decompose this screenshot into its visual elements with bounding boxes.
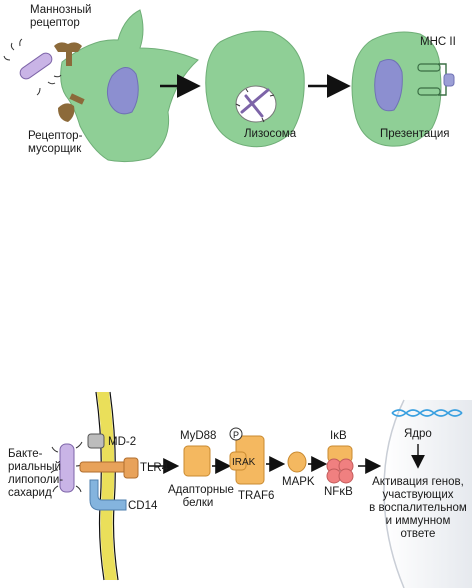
activation-line-5: ответе [400,528,436,540]
myd88-block [183,445,211,477]
mapk-block [287,451,307,473]
mannose-label-line-1: Маннозный [30,4,92,16]
mhc-label: МНС II [420,36,456,48]
lps-label-line-2: риальный [8,461,61,473]
activation-line-4: и иммунном [385,515,451,527]
bacterium-icon [3,38,62,96]
dna-icon [391,409,463,417]
md2-label: MD-2 [108,436,137,448]
mannose-receptor [54,42,82,66]
presentation-label: Презентация [380,128,450,140]
activation-line-1: Активация генов, [372,476,464,488]
activation-line-3: в воспалительном [369,502,467,514]
nfkb-label: NFκB [324,486,353,498]
lysosome-label: Лизосома [244,128,297,140]
lps-icon [50,441,85,493]
myd88-label: MyD88 [180,430,217,442]
scavenger-receptor [58,93,85,122]
ikb-label: IκB [330,430,347,442]
activation-line-2: участвующих [382,489,454,501]
mannose-receptor-label: Маннозный рецептор [30,4,91,30]
md2-protein [87,433,105,449]
tlr4-receptor [79,457,139,479]
mhc-ii-molecule [417,63,455,96]
phosphate-icon [229,427,243,441]
scavenger-receptor-label: Рецептор- мусорщик [28,130,82,156]
nucleus-region [384,400,472,588]
lysosome-vesicle [235,85,277,123]
nucleus-1 [106,67,139,115]
nuclear-envelope [383,399,405,588]
lps-label: Бакте- риальный липополи- сахарид [8,448,63,500]
activation-label: Активация генов, участвующих в воспалите… [366,476,470,541]
scavenger-label-line-2: мусорщик [28,143,82,155]
tlr4-label: TLR4 [140,462,169,474]
irak-traf6-block [229,435,265,485]
irak-label: IRAK [232,457,256,468]
adaptor-label: Адапторные белки [168,484,234,510]
nfkb-block [326,458,354,484]
lps-label-line-4: сахарид [8,487,52,499]
traf6-label: TRAF6 [238,490,275,502]
adaptor-label-line-2: белки [182,497,214,509]
nucleus-3 [374,59,403,112]
cd14-receptor [89,479,127,511]
scavenger-label-line-1: Рецептор- [28,130,83,142]
phosphate-label: P [233,430,240,440]
mapk-label: MAPK [282,476,315,488]
lps-label-line-3: липополи- [8,474,64,486]
cell-membrane [95,391,119,581]
cd14-label: CD14 [128,500,158,512]
mannose-label-line-2: рецептор [30,17,80,29]
nucleus-label: Ядро [404,428,432,440]
lps-label-line-1: Бакте- [8,448,43,460]
adaptor-label-line-1: Адапторные [168,484,234,496]
